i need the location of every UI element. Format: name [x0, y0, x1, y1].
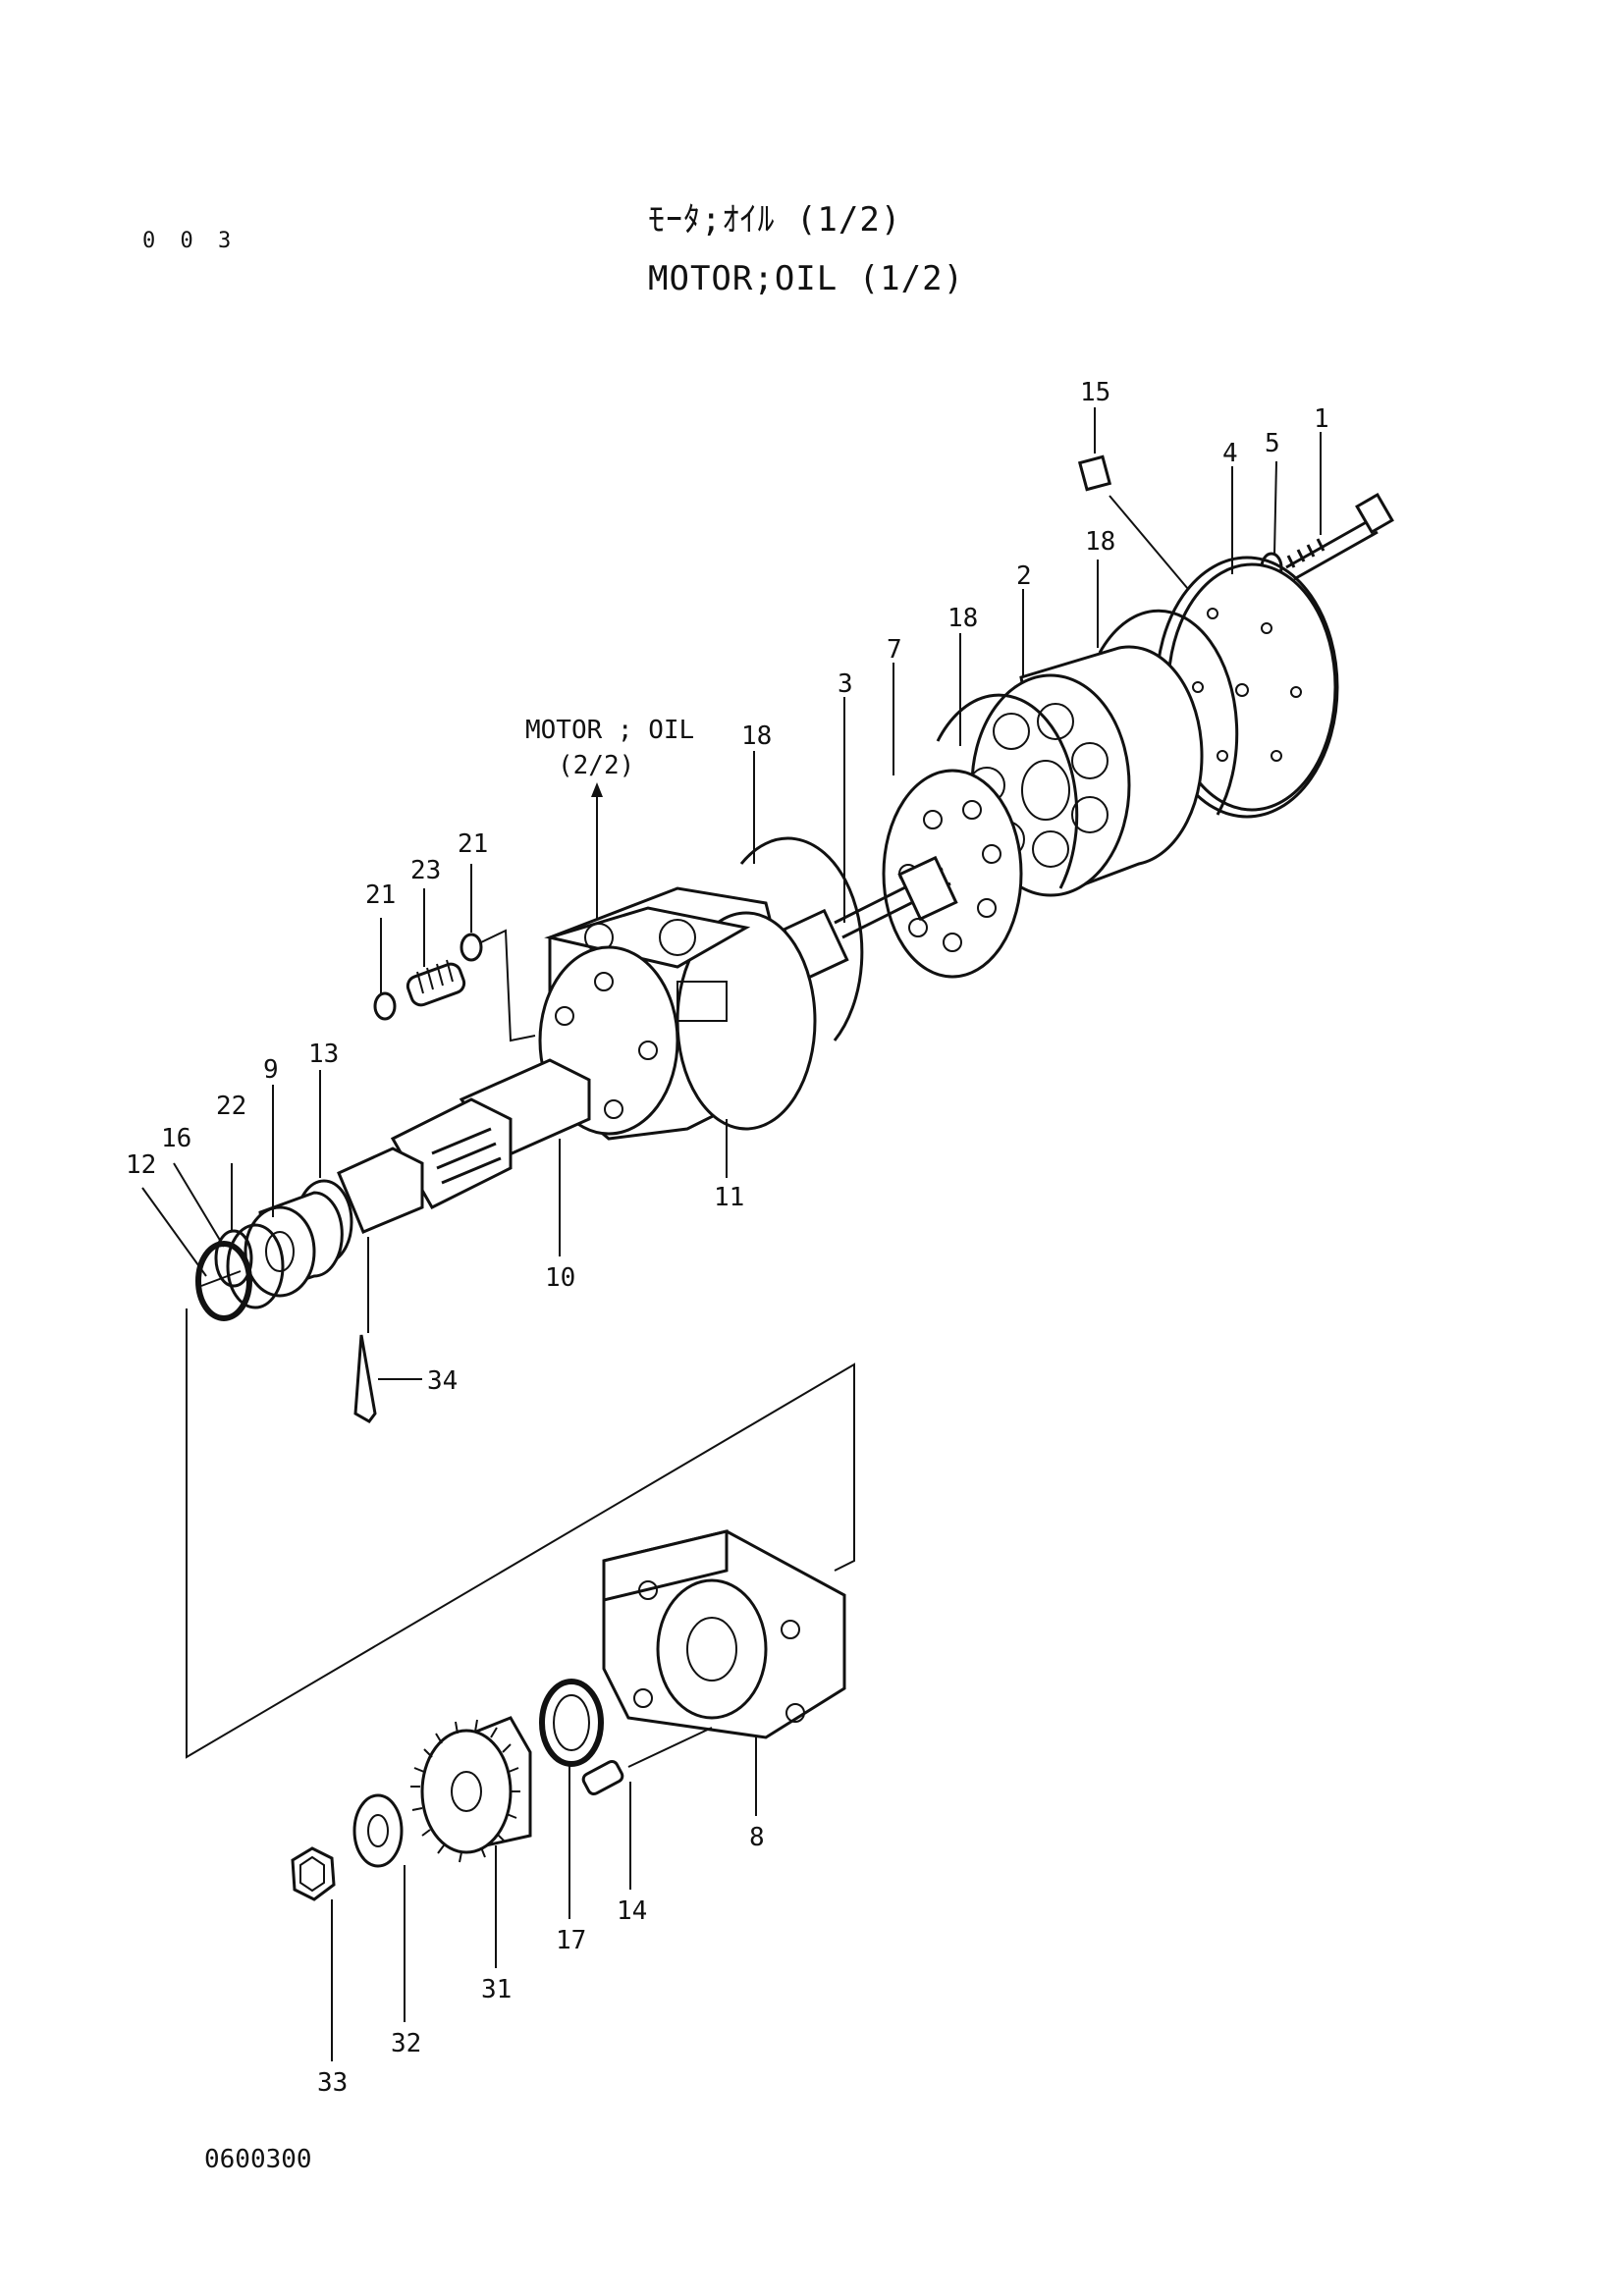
- part-7-plate: [882, 769, 1023, 979]
- label-part-13: 13: [308, 1040, 339, 1069]
- label-part-5: 5: [1265, 429, 1280, 458]
- part-17-seal: [539, 1679, 604, 1767]
- label-part-17: 17: [556, 1926, 586, 1955]
- label-part-18c: 18: [1085, 527, 1115, 557]
- label-part-1: 1: [1314, 404, 1329, 434]
- label-part-12: 12: [126, 1150, 156, 1180]
- leader-lines: [141, 407, 1322, 2061]
- label-part-22: 22: [216, 1092, 246, 1121]
- reference-line-2: (2/2): [558, 751, 634, 780]
- label-part-8: 8: [749, 1823, 765, 1852]
- part-21-ring-b: [460, 933, 483, 962]
- label-part-21a: 21: [365, 881, 396, 910]
- label-part-3: 3: [838, 669, 853, 699]
- label-part-18a: 18: [741, 721, 772, 751]
- label-part-15: 15: [1080, 378, 1110, 407]
- reference-line-1: MOTOR ; OIL: [525, 716, 694, 745]
- page-number: 0 0 3: [142, 229, 237, 253]
- label-part-21b: 21: [458, 829, 488, 859]
- part-18b-o-ring: [936, 693, 1079, 889]
- part-34-cotter-pin: [353, 1334, 422, 1423]
- label-part-2: 2: [1016, 561, 1032, 591]
- part-33-castle-nut: [291, 1846, 336, 1901]
- title-english: MOTOR;OIL (1/2): [648, 259, 964, 298]
- part-21-ring-a: [373, 991, 397, 1021]
- part-10-output-shaft: [337, 1058, 591, 1234]
- label-part-10: 10: [545, 1263, 575, 1293]
- reference-note: MOTOR ; OIL (2/2): [525, 716, 694, 928]
- part-14-screw: [581, 1727, 713, 1796]
- label-part-11: 11: [714, 1183, 744, 1212]
- label-part-32: 32: [391, 2029, 421, 2058]
- part-15-plug: [1077, 454, 1189, 590]
- label-part-33: 33: [317, 2068, 348, 2098]
- label-part-34: 34: [427, 1366, 458, 1396]
- label-part-18b: 18: [947, 604, 978, 633]
- part-2-gerotor: [968, 645, 1204, 897]
- part-18c-o-ring: [1098, 609, 1239, 816]
- part-22-o-ring: [226, 1223, 285, 1309]
- part-1-bolt: [1285, 492, 1394, 581]
- title-japanese: ﾓｰﾀ;ｵｲﾙ (1/2): [648, 200, 901, 240]
- part-31-gear: [410, 1716, 532, 1863]
- part-12-snap-ring: [195, 1241, 252, 1321]
- part-number-labels: 1 5 4 15 18 2 18 7 3 18 11 10 13 9 22 16…: [126, 378, 1329, 2098]
- label-part-23: 23: [410, 856, 441, 885]
- label-part-16: 16: [161, 1124, 191, 1153]
- label-part-7: 7: [887, 635, 902, 665]
- part-16-seal: [214, 1229, 253, 1288]
- label-part-31: 31: [481, 1975, 512, 2004]
- part-8-flange: [602, 1529, 846, 1739]
- label-part-14: 14: [617, 1896, 647, 1926]
- drawing-code: 0600300: [204, 2145, 312, 2174]
- part-23-spring: [406, 959, 466, 1007]
- label-part-4: 4: [1222, 439, 1238, 468]
- part-32-washer: [352, 1793, 404, 1868]
- label-part-9: 9: [263, 1055, 279, 1085]
- part-9-seal-carrier: [243, 1191, 344, 1298]
